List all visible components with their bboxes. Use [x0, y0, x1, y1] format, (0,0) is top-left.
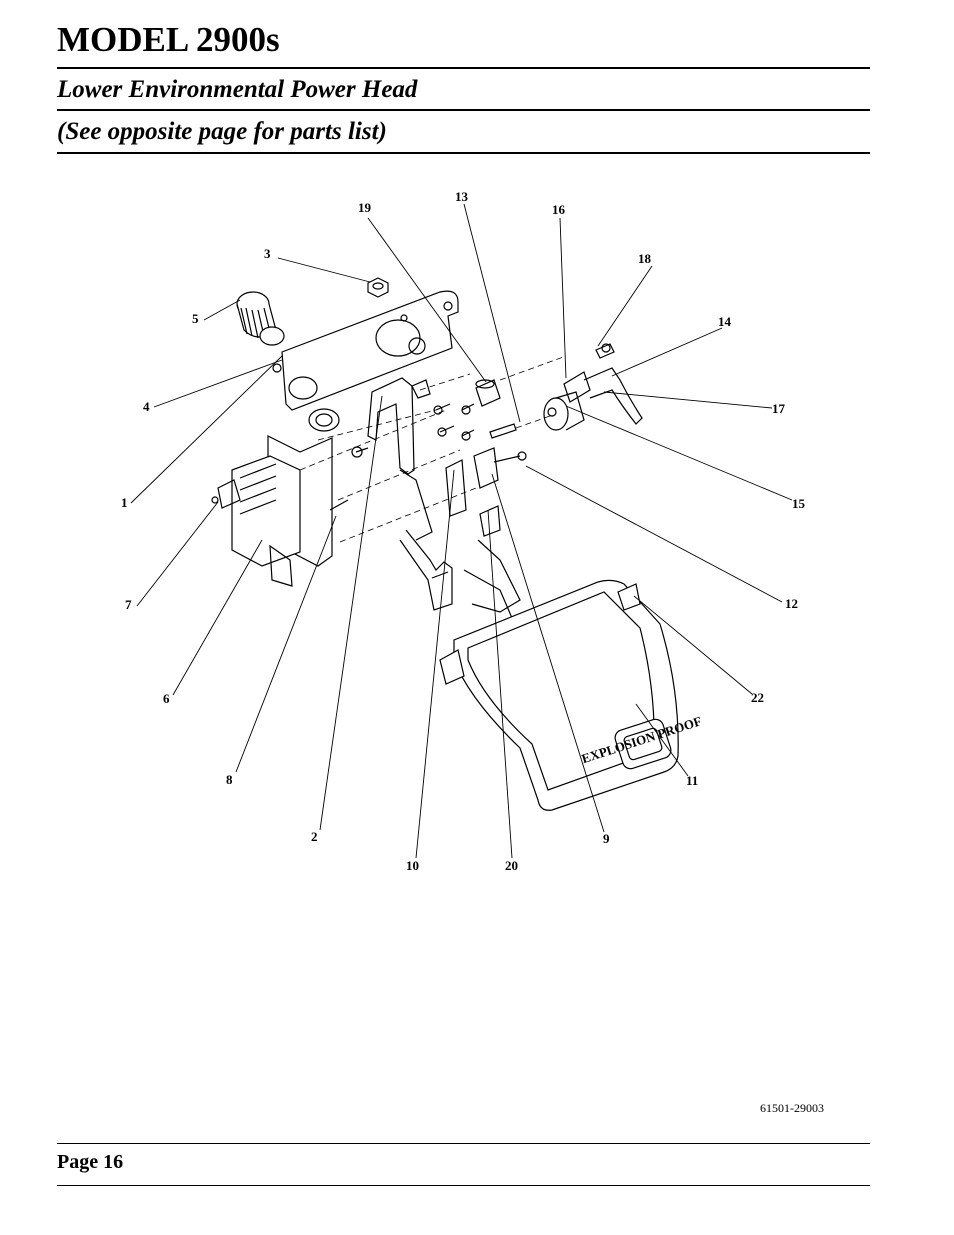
callout-12: 12: [785, 596, 798, 611]
header-rule-bottom: [57, 152, 870, 154]
footer-rule-bottom: [57, 1185, 870, 1186]
header-rule-top: [57, 67, 870, 69]
callout-4: 4: [143, 399, 150, 414]
footer-rule-top: [57, 1143, 870, 1144]
callout-3: 3: [264, 246, 271, 261]
callout-14: 14: [718, 314, 732, 329]
callout-8: 8: [226, 772, 233, 787]
plate-hole-left: [288, 376, 318, 400]
callout-9: 9: [603, 831, 610, 846]
callout-10: 10: [406, 858, 419, 873]
callout-2: 2: [311, 829, 318, 844]
callout-15: 15: [792, 496, 806, 511]
callout-6: 6: [163, 691, 170, 706]
section-title: Lower Environmental Power Head: [57, 76, 418, 103]
callout-17: 17: [772, 401, 786, 416]
callout-20: 20: [505, 858, 518, 873]
drawing-number: 61501-29003: [760, 1101, 824, 1115]
model-title: MODEL 2900s: [57, 20, 280, 59]
callout-1: 1: [121, 495, 128, 510]
parts-list-note: (See opposite page for parts list): [57, 118, 387, 145]
callout-5: 5: [192, 311, 199, 326]
callout-13: 13: [455, 189, 469, 204]
callout-22: 22: [751, 690, 764, 705]
callout-19: 19: [358, 200, 372, 215]
callout-11: 11: [686, 773, 698, 788]
header-rule-middle: [57, 109, 870, 111]
callout-18: 18: [638, 251, 652, 266]
callout-7: 7: [125, 597, 132, 612]
callout-16: 16: [552, 202, 566, 217]
mounting-plate: [281, 290, 459, 411]
page-number: Page 16: [57, 1151, 124, 1173]
